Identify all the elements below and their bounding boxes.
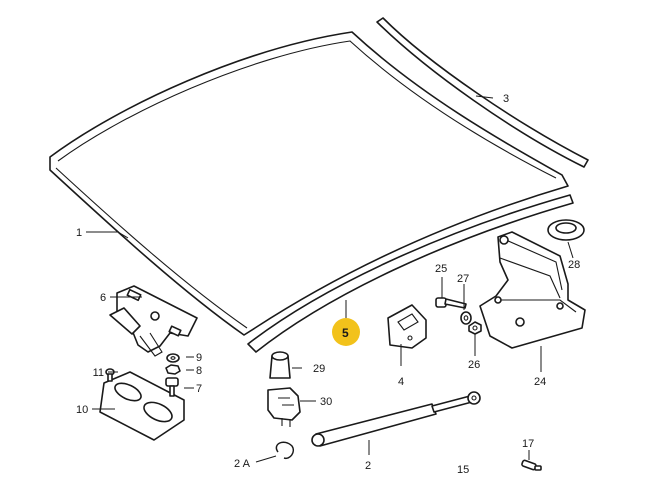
lock-latch[interactable] xyxy=(109,285,198,357)
label-part-8: 8 xyxy=(196,365,202,377)
label-part-30: 30 xyxy=(320,396,332,408)
label-part-29: 29 xyxy=(313,363,325,375)
label-part-6: 6 xyxy=(100,292,106,304)
mounting-bracket[interactable] xyxy=(387,304,427,349)
label-part-9: 9 xyxy=(196,352,202,364)
bolt[interactable] xyxy=(165,377,179,397)
label-part-10: 10 xyxy=(76,404,88,416)
label-part-17: 17 xyxy=(522,438,534,450)
hinge-bolt[interactable] xyxy=(435,297,467,309)
label-part-5: 5 xyxy=(342,326,349,340)
label-part-4: 4 xyxy=(398,376,404,388)
screw[interactable] xyxy=(105,368,115,382)
rubber-buffer[interactable] xyxy=(269,351,291,379)
hinge-nut[interactable] xyxy=(468,321,482,335)
label-part-27: 27 xyxy=(457,273,469,285)
washer[interactable] xyxy=(166,353,180,363)
label-part-7: 7 xyxy=(196,383,202,395)
small-bolt[interactable] xyxy=(521,459,542,471)
label-part-28: 28 xyxy=(568,259,580,271)
label-part-26: 26 xyxy=(468,359,480,371)
label-part-2: 2 xyxy=(365,460,371,472)
label-part-2a: 2 A xyxy=(234,458,251,470)
strut-clip[interactable] xyxy=(275,441,295,460)
striker-plate[interactable] xyxy=(99,371,185,441)
leader-lines xyxy=(86,95,574,463)
gas-strut[interactable] xyxy=(311,391,481,447)
label-part-3: 3 xyxy=(503,93,509,105)
hinge-washer[interactable] xyxy=(460,311,472,325)
retaining-clip[interactable] xyxy=(267,387,301,427)
nut[interactable] xyxy=(165,364,181,375)
label-part-1: 1 xyxy=(76,227,82,239)
grommet[interactable] xyxy=(547,219,585,241)
label-part-24: 24 xyxy=(534,376,546,388)
highlight-marker xyxy=(332,318,360,346)
label-part-15: 15 xyxy=(457,464,469,476)
front-seal-strip[interactable] xyxy=(247,194,574,353)
rear-seal-strip[interactable] xyxy=(376,17,589,168)
hood-panel[interactable] xyxy=(49,31,569,336)
hinge-assembly[interactable] xyxy=(479,231,586,349)
label-part-25: 25 xyxy=(435,263,447,275)
label-part-11: 11 xyxy=(93,367,104,379)
